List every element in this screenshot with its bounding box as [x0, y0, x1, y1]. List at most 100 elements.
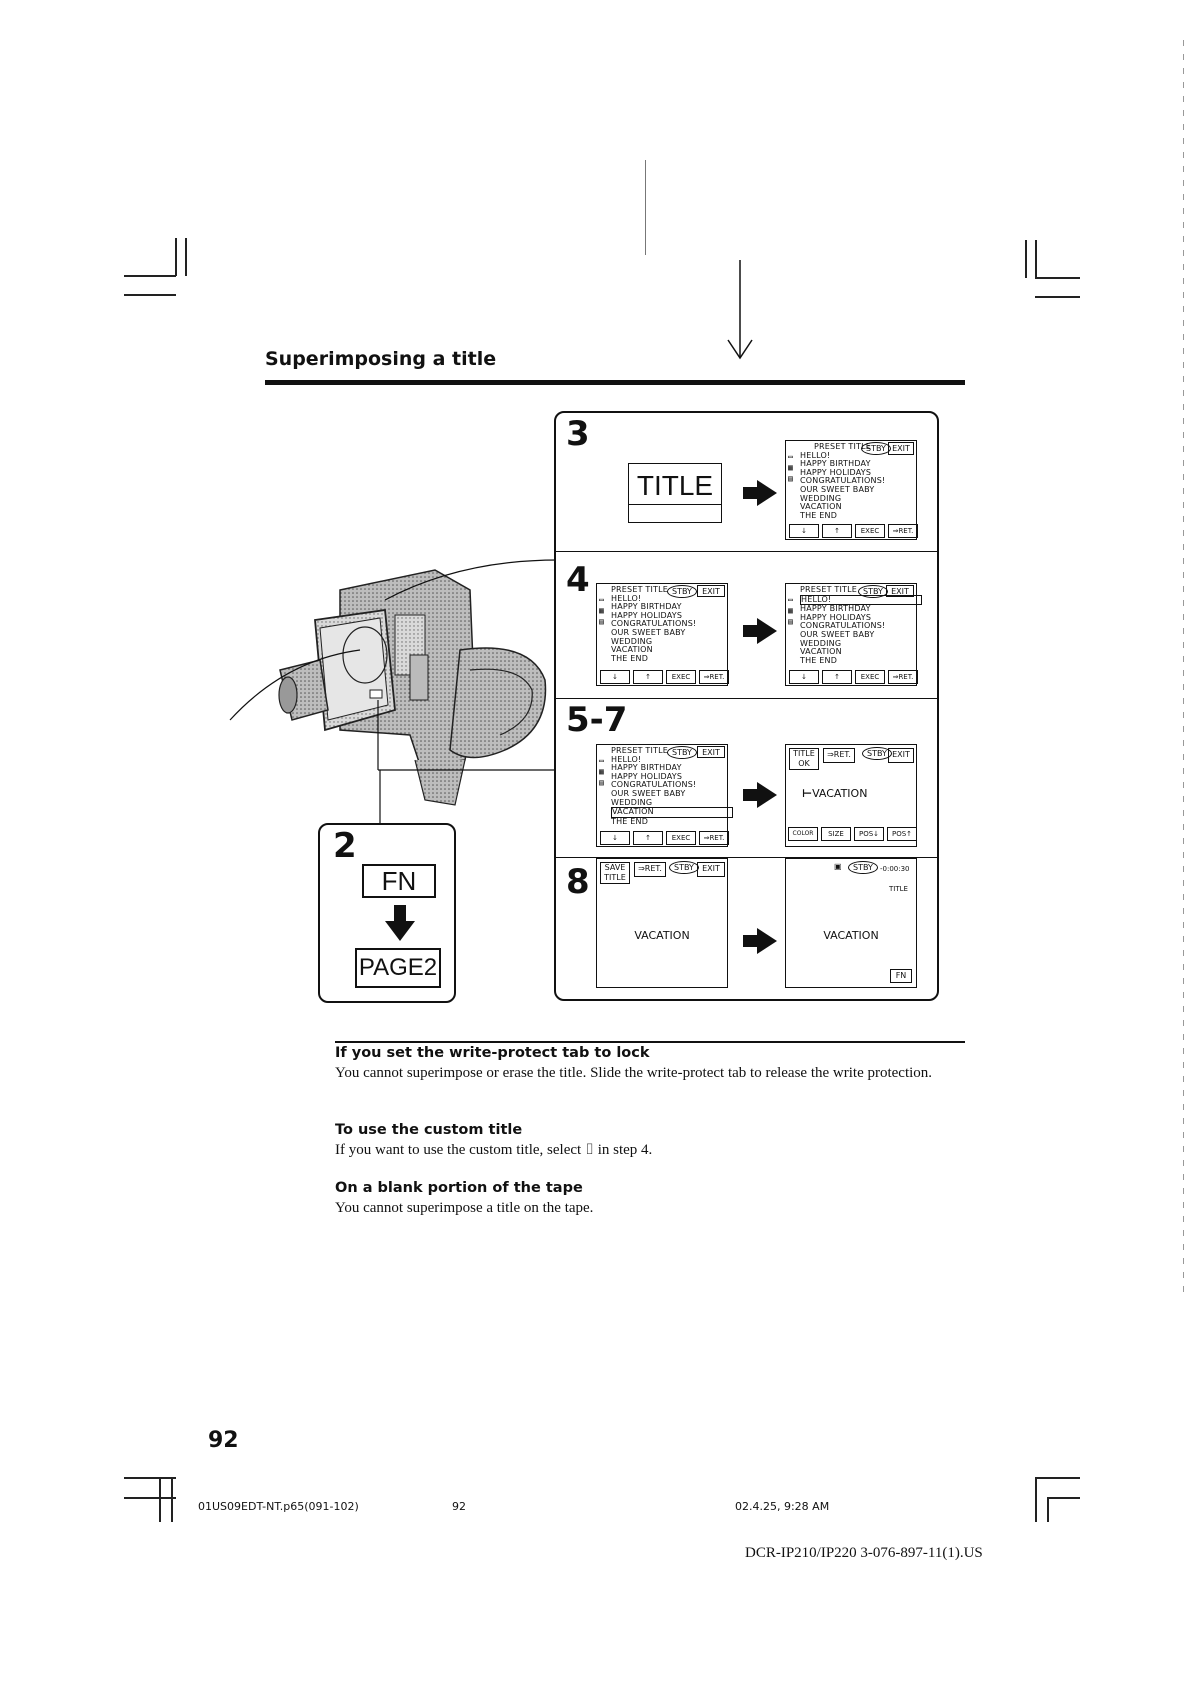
pos-up-button[interactable]: POS↑ — [887, 827, 917, 841]
menu-item[interactable]: HELLO! — [800, 450, 831, 460]
exit-button[interactable]: EXIT — [888, 748, 914, 763]
menu-item[interactable]: THE END — [611, 816, 649, 826]
menu-button-row: ↓ ↑ EXEC ⇒RET. — [789, 524, 918, 538]
note-body: You cannot superimpose or erase the titl… — [335, 1065, 933, 1081]
return-button[interactable]: ⇒RET. — [634, 862, 666, 877]
exit-button[interactable]: EXIT — [697, 862, 725, 877]
menu-item[interactable]: WEDDING — [800, 493, 842, 503]
menu-item[interactable]: HAPPY HOLIDAYS — [611, 610, 683, 620]
menu-item[interactable]: OUR SWEET BABY — [611, 627, 686, 637]
menu-item[interactable]: HELLO! — [611, 754, 642, 764]
exit-button[interactable]: EXIT — [886, 585, 914, 597]
color-button[interactable]: COLOR — [788, 827, 818, 841]
exit-button[interactable]: EXIT — [697, 746, 725, 758]
exec-button[interactable]: EXEC — [855, 670, 885, 684]
menu-item-selected[interactable]: VACATION — [611, 807, 733, 818]
note-body: If you want to use the custom title, sel… — [335, 1142, 653, 1158]
up-button[interactable]: ↑ — [822, 524, 852, 538]
fn-button[interactable]: FN — [890, 969, 912, 983]
return-button[interactable]: ⇒RET. — [699, 670, 729, 684]
menu-item[interactable]: VACATION — [611, 645, 653, 655]
title-ok-button[interactable]: TITLE OK — [789, 748, 819, 770]
down-button[interactable]: ↓ — [600, 670, 630, 684]
edit-button-row: COLOR SIZE POS↓ POS↑ — [788, 827, 917, 841]
up-button[interactable]: ↑ — [822, 670, 852, 684]
exit-button[interactable]: EXIT — [697, 585, 725, 597]
cassette-icon: ▣ — [834, 862, 842, 871]
save-title-button[interactable]: SAVE TITLE — [600, 862, 630, 884]
title-text: VACATION — [634, 929, 690, 942]
stby-indicator: STBY — [858, 585, 888, 598]
title-type-icons: ▭▦▤ — [788, 452, 793, 483]
menu-header: PRESET TITLE — [814, 442, 872, 451]
step-number: 3 — [566, 414, 590, 454]
menu-item[interactable]: WEDDING — [800, 638, 842, 648]
fn-button[interactable]: FN — [362, 864, 436, 898]
right-arrow-icon — [743, 782, 777, 808]
step-number: 4 — [566, 560, 590, 600]
step-divider — [556, 857, 937, 858]
return-button[interactable]: ⇒RET. — [823, 748, 855, 763]
menu-item[interactable]: VACATION — [800, 502, 842, 512]
menu-item[interactable]: OUR SWEET BABY — [611, 788, 686, 798]
menu-item[interactable]: VACATION — [800, 647, 842, 657]
crop-mark — [159, 1477, 161, 1522]
crop-mark — [1035, 296, 1080, 298]
menu-item[interactable]: THE END — [800, 510, 838, 520]
crop-mark — [1035, 277, 1080, 279]
menu-item[interactable]: HAPPY BIRTHDAY — [611, 602, 682, 612]
down-button[interactable]: ↓ — [600, 831, 630, 845]
menu-list: PRESET TITLE HELLO! HAPPY BIRTHDAY HAPPY… — [800, 442, 886, 520]
menu-item[interactable]: WEDDING — [611, 636, 653, 646]
pos-down-button[interactable]: POS↓ — [854, 827, 884, 841]
return-button[interactable]: ⇒RET. — [888, 524, 918, 538]
note-heading: If you set the write-protect tab to lock — [335, 1045, 650, 1061]
crop-mark — [175, 238, 177, 276]
menu-header: PRESET TITLE — [611, 746, 669, 755]
menu-item[interactable]: HAPPY HOLIDAYS — [800, 612, 872, 622]
exec-button[interactable]: EXEC — [666, 831, 696, 845]
down-button[interactable]: ↓ — [789, 670, 819, 684]
right-arrow-icon — [743, 480, 777, 506]
right-arrow-icon — [743, 618, 777, 644]
menu-item[interactable]: OUR SWEET BABY — [800, 484, 875, 494]
menu-item[interactable]: WEDDING — [611, 797, 653, 807]
return-button[interactable]: ⇒RET. — [699, 831, 729, 845]
menu-item[interactable]: HELLO! — [611, 593, 642, 603]
menu-item[interactable]: HAPPY HOLIDAYS — [611, 771, 683, 781]
exec-button[interactable]: EXEC — [855, 524, 885, 538]
menu-item[interactable]: OUR SWEET BABY — [800, 629, 875, 639]
menu-item[interactable]: THE END — [611, 653, 649, 663]
crop-mark — [171, 1477, 173, 1522]
menu-item[interactable]: HAPPY BIRTHDAY — [800, 459, 871, 469]
exit-button[interactable]: EXIT — [888, 442, 914, 455]
menu-item[interactable]: CONGRATULATIONS! — [611, 619, 697, 629]
up-button[interactable]: ↑ — [633, 831, 663, 845]
stby-indicator: STBY — [669, 861, 699, 874]
title-button[interactable]: TITLE — [628, 463, 722, 523]
menu-item[interactable]: HAPPY BIRTHDAY — [611, 763, 682, 773]
lcd-screen-preset-menu-selected: PRESET TITLE HELLO! HAPPY BIRTHDAY HAPPY… — [785, 583, 922, 686]
up-button[interactable]: ↑ — [633, 670, 663, 684]
menu-item[interactable]: THE END — [800, 655, 838, 665]
crop-mark — [1035, 1477, 1080, 1479]
return-button[interactable]: ⇒RET. — [888, 670, 918, 684]
menu-item[interactable]: CONGRATULATIONS! — [800, 476, 886, 486]
down-button[interactable]: ↓ — [789, 524, 819, 538]
lcd-screen-save-title: SAVE TITLE ⇒RET. STBY EXIT VACATION — [596, 858, 728, 988]
crop-mark — [1035, 240, 1037, 278]
page2-button[interactable]: PAGE2 — [355, 948, 441, 988]
exec-button[interactable]: EXEC — [666, 670, 696, 684]
step-2-panel — [318, 823, 456, 1003]
menu-item[interactable]: CONGRATULATIONS! — [611, 780, 697, 790]
footer-file: 01US09EDT-NT.p65(091-102) — [198, 1500, 359, 1513]
right-arrow-icon — [743, 928, 777, 954]
crop-mark — [1047, 1497, 1080, 1499]
lcd-screen-preset-menu: PRESET TITLE HELLO! HAPPY BIRTHDAY HAPPY… — [596, 583, 729, 686]
stby-indicator: STBY — [667, 746, 697, 759]
menu-item[interactable]: HAPPY BIRTHDAY — [800, 604, 871, 614]
size-button[interactable]: SIZE — [821, 827, 851, 841]
menu-item[interactable]: CONGRATULATIONS! — [800, 621, 886, 631]
menu-item[interactable]: HAPPY HOLIDAYS — [800, 467, 872, 477]
